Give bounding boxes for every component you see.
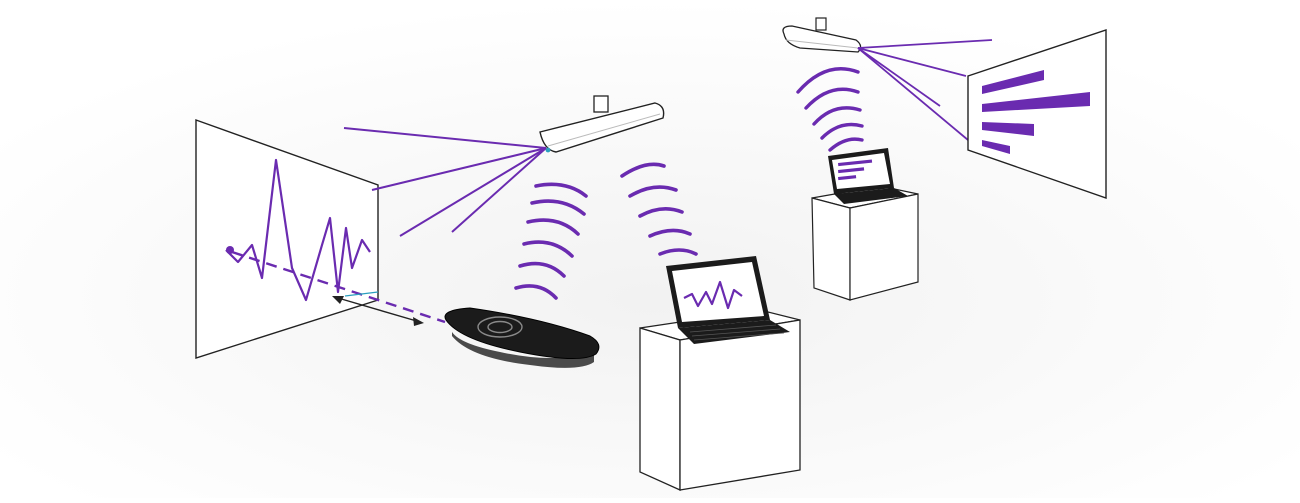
- projector-rays-main: [343, 127, 547, 237]
- right-screen-bar-graph: [982, 70, 1090, 154]
- pointer-beam: [231, 250, 446, 324]
- wireless-waves-laptop: [620, 162, 698, 256]
- ceiling-projector-main: [343, 95, 665, 237]
- projector-rays-back: [857, 39, 993, 141]
- left-projection-screen: [195, 119, 379, 359]
- left-screen-line-graph: [225, 158, 371, 302]
- wireless-waves-device: [514, 182, 588, 300]
- wireless-waves-back: [796, 67, 864, 152]
- remote-pointer-icon: [477, 316, 523, 338]
- ceiling-projector-back: [782, 17, 993, 141]
- distance-arrow: [332, 291, 424, 326]
- back-laptop-bar-graph: [837, 159, 873, 181]
- main-podium: [639, 309, 801, 492]
- main-laptop: [666, 256, 790, 344]
- back-laptop: [828, 148, 908, 204]
- laptop-line-graph: [683, 280, 743, 310]
- right-projection-screen: [967, 29, 1107, 199]
- presenter-device: [444, 307, 600, 368]
- back-podium: [811, 185, 919, 301]
